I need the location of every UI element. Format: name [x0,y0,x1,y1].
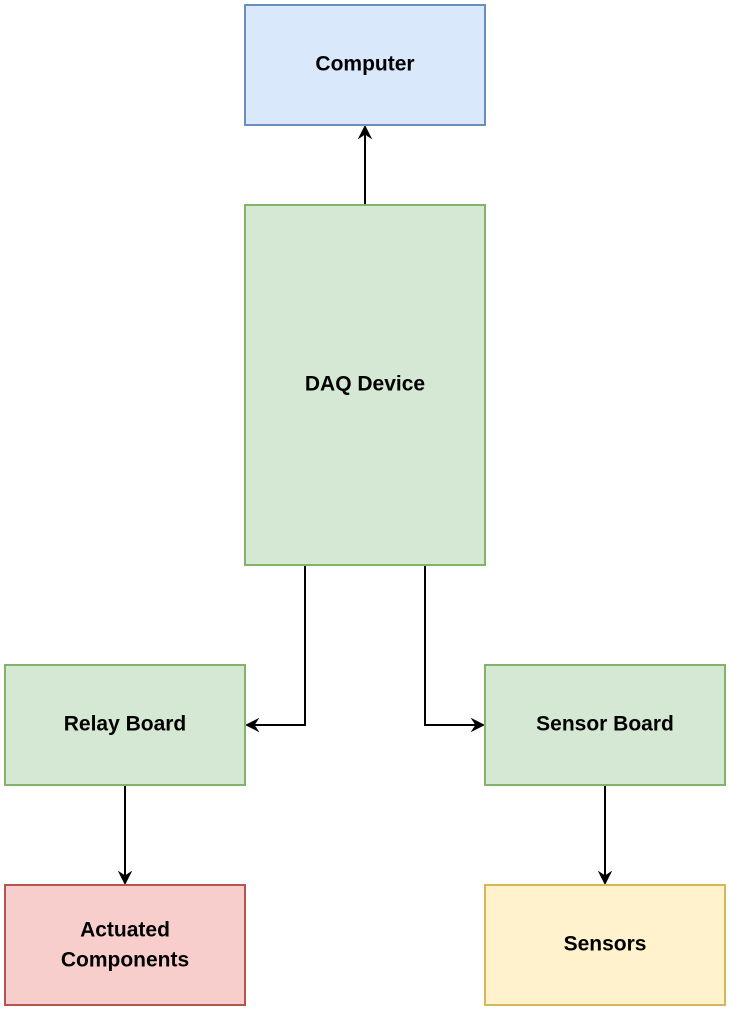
node-actuated-components[interactable]: Actuated Components [4,884,246,1006]
node-computer[interactable]: Computer [244,4,486,126]
node-computer-box [244,4,486,126]
node-relay-board-label: Relay Board [64,713,187,736]
node-actuated-components-box [4,884,246,1006]
node-sensor-board[interactable]: Sensor Board [484,664,726,786]
node-sensor-board-label: Sensor Board [536,713,674,736]
edge-daq-to-relay-board [247,565,306,725]
node-relay-board-box [4,664,246,786]
node-sensors[interactable]: Sensors [484,884,726,1006]
node-sensor-board-box [484,664,726,786]
node-sensors-label: Sensors [564,933,647,956]
node-computer-label: Computer [315,53,414,76]
node-daq-device-label: DAQ Device [305,373,425,396]
node-actuated-components-label-line1: Actuated [80,919,170,942]
node-daq-device-box [244,204,486,566]
node-daq-device[interactable]: DAQ Device [244,204,486,566]
node-relay-board[interactable]: Relay Board [4,664,246,786]
edge-daq-to-sensor-board [424,565,483,725]
node-actuated-components-label-line2: Components [61,949,189,972]
node-sensors-box [484,884,726,1006]
